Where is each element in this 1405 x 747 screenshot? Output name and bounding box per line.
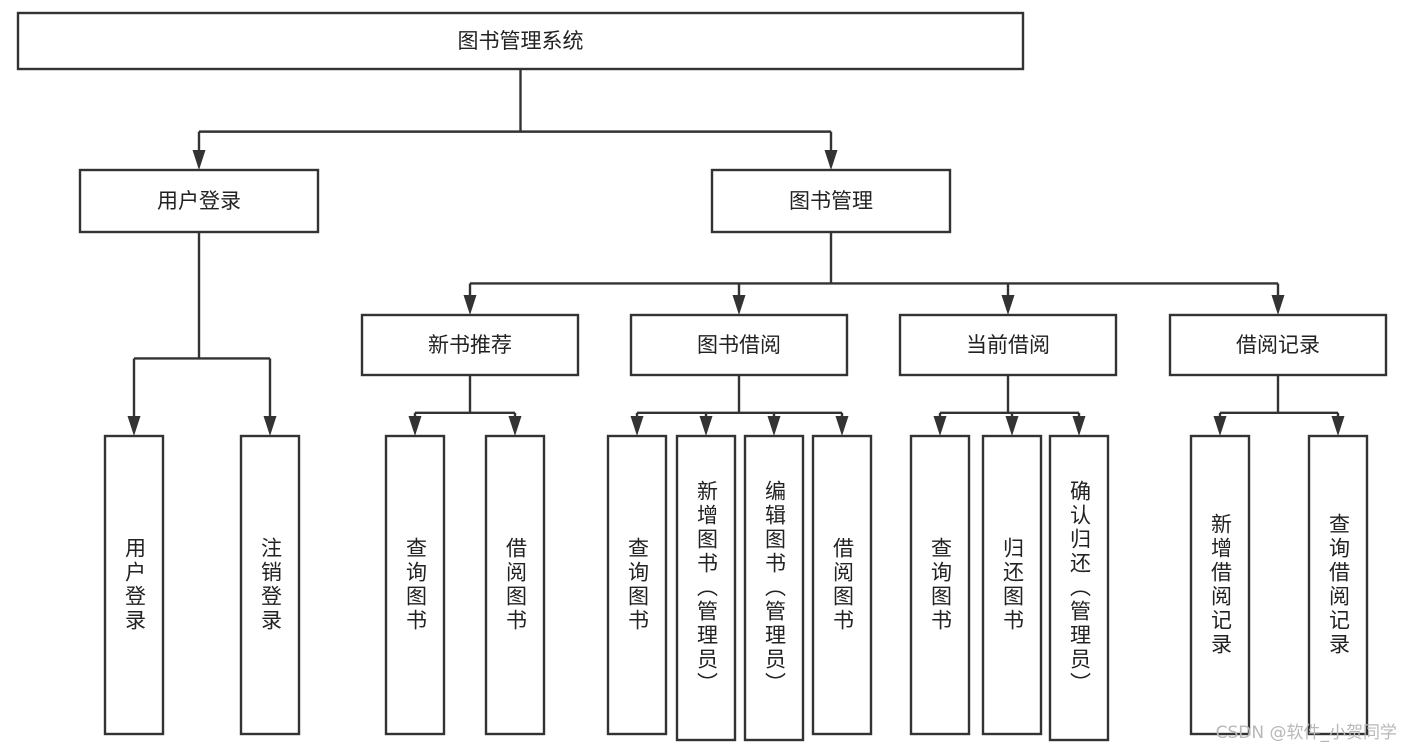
arrow-head-icon: [127, 416, 141, 436]
arrow-head-icon: [463, 295, 477, 315]
node-leaf-add-record-label-wrap: 新增借阅记录: [1208, 513, 1233, 657]
node-leaf-logout[interactable]: 注销登录: [239, 434, 301, 736]
node-leaf-user-login-label: 用户登录: [122, 537, 147, 633]
node-leaf-borrow-book-2-label-wrap: 借阅图书: [830, 537, 855, 633]
node-leaf-user-login[interactable]: 用户登录: [103, 434, 165, 736]
node-new-book-rec-box: [360, 313, 580, 377]
node-leaf-query-book-1[interactable]: 查询图书: [384, 434, 446, 736]
node-root-box: [16, 11, 1025, 71]
node-new-book-rec-label: 新书推荐: [428, 333, 512, 357]
arrow-head-icon: [1001, 295, 1015, 315]
arrow-head-icon: [732, 295, 746, 315]
node-current-borrow-label: 当前借阅: [966, 333, 1050, 357]
node-leaf-borrow-book-1-label: 借阅图书: [503, 537, 528, 633]
node-leaf-confirm-return-label: 确认归还（管理员）: [1067, 480, 1092, 696]
node-leaf-add-book-label-wrap: 新增图书（管理员）: [694, 480, 719, 696]
node-leaf-borrow-book-1[interactable]: 借阅图书: [484, 434, 546, 736]
node-leaf-confirm-return-box: [1048, 434, 1110, 742]
arrow-head-icon: [1072, 416, 1086, 436]
node-leaf-user-login-label-wrap: 用户登录: [122, 537, 147, 633]
node-user-login-label: 用户登录: [157, 189, 241, 213]
node-current-borrow[interactable]: 当前借阅: [898, 313, 1118, 377]
node-leaf-query-book-1-box: [384, 434, 446, 736]
node-leaf-return-book-box: [981, 434, 1043, 736]
nodes-layer: 图书管理系统用户登录图书管理新书推荐图书借阅当前借阅借阅记录用户登录注销登录查询…: [16, 11, 1388, 742]
node-leaf-return-book-label-wrap: 归还图书: [1000, 537, 1025, 633]
node-book-manage-label: 图书管理: [789, 189, 873, 213]
node-borrow-record-box: [1168, 313, 1388, 377]
arrow-head-icon: [1005, 416, 1019, 436]
node-leaf-confirm-return[interactable]: 确认归还（管理员）: [1048, 434, 1110, 742]
node-leaf-add-record-label: 新增借阅记录: [1208, 513, 1233, 657]
node-leaf-borrow-book-2[interactable]: 借阅图书: [811, 434, 873, 736]
node-leaf-add-record[interactable]: 新增借阅记录: [1189, 434, 1251, 736]
node-leaf-add-book-box: [675, 434, 737, 742]
node-leaf-edit-book-label-wrap: 编辑图书（管理员）: [762, 480, 787, 696]
node-leaf-query-book-2-label-wrap: 查询图书: [625, 537, 650, 633]
node-book-borrow-label: 图书借阅: [697, 333, 781, 357]
node-book-manage-box: [710, 168, 952, 234]
node-new-book-rec[interactable]: 新书推荐: [360, 313, 580, 377]
node-leaf-logout-label-wrap: 注销登录: [258, 537, 283, 633]
node-book-manage[interactable]: 图书管理: [710, 168, 952, 234]
node-current-borrow-box: [898, 313, 1118, 377]
node-leaf-query-book-2-box: [606, 434, 668, 736]
node-leaf-borrow-book-1-label-wrap: 借阅图书: [503, 537, 528, 633]
node-root-label: 图书管理系统: [458, 29, 584, 53]
node-leaf-confirm-return-label-wrap: 确认归还（管理员）: [1067, 480, 1092, 696]
node-leaf-edit-book-label: 编辑图书（管理员）: [762, 480, 787, 696]
node-leaf-borrow-book-2-label: 借阅图书: [830, 537, 855, 633]
arrow-head-icon: [1271, 295, 1285, 315]
node-leaf-logout-box: [239, 434, 301, 736]
node-leaf-query-record[interactable]: 查询借阅记录: [1307, 434, 1369, 736]
node-leaf-add-book-label: 新增图书（管理员）: [694, 480, 719, 696]
node-user-login-box: [78, 168, 320, 234]
arrow-head-icon: [767, 416, 781, 436]
arrow-head-icon: [835, 416, 849, 436]
arrow-head-icon: [508, 416, 522, 436]
node-leaf-query-record-box: [1307, 434, 1369, 736]
node-leaf-add-book[interactable]: 新增图书（管理员）: [675, 434, 737, 742]
node-leaf-borrow-book-1-box: [484, 434, 546, 736]
connectors-layer: [127, 69, 1345, 436]
node-user-login[interactable]: 用户登录: [78, 168, 320, 234]
node-leaf-return-book[interactable]: 归还图书: [981, 434, 1043, 736]
node-borrow-record-label: 借阅记录: [1236, 333, 1320, 357]
node-leaf-query-book-3-label: 查询图书: [928, 537, 953, 633]
node-leaf-query-book-2[interactable]: 查询图书: [606, 434, 668, 736]
node-book-borrow[interactable]: 图书借阅: [629, 313, 849, 377]
node-leaf-query-book-3[interactable]: 查询图书: [909, 434, 971, 736]
node-leaf-logout-label: 注销登录: [258, 537, 283, 633]
node-borrow-record[interactable]: 借阅记录: [1168, 313, 1388, 377]
arrow-head-icon: [699, 416, 713, 436]
node-leaf-query-book-2-label: 查询图书: [625, 537, 650, 633]
node-leaf-edit-book[interactable]: 编辑图书（管理员）: [743, 434, 805, 742]
node-leaf-query-book-1-label-wrap: 查询图书: [403, 537, 428, 633]
arrow-head-icon: [933, 416, 947, 436]
arrow-head-icon: [1213, 416, 1227, 436]
arrow-head-icon: [408, 416, 422, 436]
node-leaf-query-book-3-label-wrap: 查询图书: [928, 537, 953, 633]
node-leaf-add-record-box: [1189, 434, 1251, 736]
arrow-head-icon: [1331, 416, 1345, 436]
node-leaf-edit-book-box: [743, 434, 805, 742]
arrow-head-icon: [263, 416, 277, 436]
node-leaf-query-record-label: 查询借阅记录: [1326, 513, 1351, 657]
node-leaf-query-book-3-box: [909, 434, 971, 736]
arrow-head-icon: [192, 150, 206, 170]
watermark-text: CSDN @软件_小贺同学: [1215, 723, 1397, 743]
node-leaf-query-record-label-wrap: 查询借阅记录: [1326, 513, 1351, 657]
arrow-head-icon: [630, 416, 644, 436]
node-leaf-user-login-box: [103, 434, 165, 736]
node-book-borrow-box: [629, 313, 849, 377]
node-leaf-return-book-label: 归还图书: [1000, 537, 1025, 633]
node-leaf-borrow-book-2-box: [811, 434, 873, 736]
node-leaf-query-book-1-label: 查询图书: [403, 537, 428, 633]
node-root[interactable]: 图书管理系统: [16, 11, 1025, 71]
arrow-head-icon: [824, 150, 838, 170]
